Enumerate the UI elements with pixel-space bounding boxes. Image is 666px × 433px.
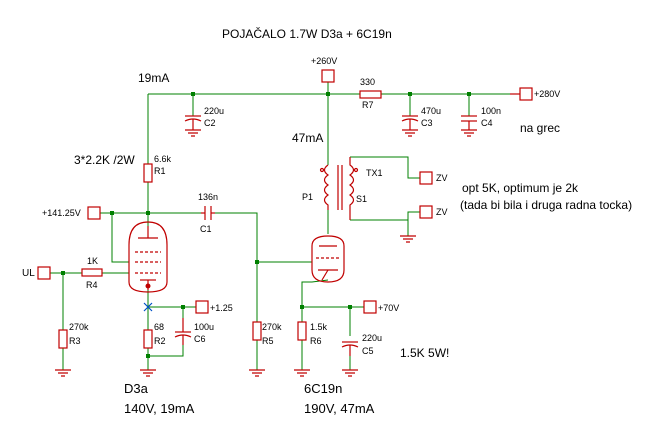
resistor-r1: 6.6k R1 — [143, 154, 172, 183]
r1-ref: R1 — [154, 166, 166, 176]
port-zv2-label: ZV — [436, 207, 448, 217]
port-b280: +280V — [510, 87, 560, 101]
port-b260: +260V — [311, 56, 337, 83]
wires — [50, 82, 520, 370]
port-b280-label: +280V — [534, 89, 560, 99]
port-zv1: ZV — [419, 171, 448, 185]
tx1-secondary-label: S1 — [356, 194, 367, 204]
c2-ref: C2 — [204, 118, 216, 128]
port-zv2: ZV — [419, 205, 448, 219]
port-b70: +70V — [363, 300, 399, 314]
r5-value: 270k — [262, 322, 282, 332]
transformer-tx1: TX1 P1 S1 — [302, 157, 383, 220]
c1-ref: C1 — [200, 224, 212, 234]
r6-power-note: 1.5K 5W! — [400, 346, 449, 360]
resistor-r7: 330 R7 — [359, 77, 382, 110]
r2-ref: R2 — [154, 336, 166, 346]
r2-value: 68 — [154, 322, 164, 332]
ground-symbols — [55, 129, 477, 377]
port-zv1-label: ZV — [436, 173, 448, 183]
port-b125: +1.25 — [195, 300, 233, 314]
current-label-6c19n: 47mA — [292, 131, 323, 145]
r6-ref: R6 — [310, 336, 322, 346]
r3-ref: R3 — [69, 336, 81, 346]
resistor-r5: 270k R5 — [252, 321, 282, 346]
resistor-r2: 68 R2 — [143, 322, 166, 349]
resistor-r4: 1K R4 — [81, 256, 103, 290]
capacitor-c4: 100n C4 — [461, 106, 501, 130]
tube2-operating-point: 190V, 47mA — [304, 401, 375, 416]
port-b260-label: +260V — [311, 56, 337, 66]
port-b141-label: +141.25V — [42, 208, 81, 218]
r3-value: 270k — [69, 322, 89, 332]
capacitor-c2: 220u C2 — [184, 106, 224, 130]
c2-value: 220u — [204, 106, 224, 116]
port-ul: UL — [22, 266, 51, 280]
r1-value: 6.6k — [154, 154, 172, 164]
schematic-title: POJAČALO 1.7W D3a + 6C19n — [222, 26, 392, 41]
port-b141: +141.25V — [42, 206, 101, 220]
r6-value: 1.5k — [310, 322, 328, 332]
tx1-primary-label: P1 — [302, 192, 313, 202]
tube-6c19n — [311, 235, 345, 283]
c5-value: 220u — [362, 333, 382, 343]
capacitor-c1: 136n C1 — [198, 192, 218, 234]
junctions — [61, 92, 471, 358]
r4-value: 1K — [87, 256, 98, 266]
port-b125-label: +1.25 — [210, 303, 233, 313]
r1-power-note: 3*2.2K /2W — [74, 153, 135, 167]
capacitor-c5: 220u C5 — [341, 333, 382, 356]
capacitor-c3: 470u C3 — [401, 106, 441, 130]
c4-ref: C4 — [481, 118, 493, 128]
resistor-r6: 1.5k R6 — [297, 321, 328, 346]
r5-ref: R5 — [262, 336, 274, 346]
opt-note-line2: (tada bi bila i druga radna tocka) — [460, 198, 632, 212]
resistor-r3: 270k R3 — [58, 322, 89, 349]
c5-ref: C5 — [362, 346, 374, 356]
c6-ref: C6 — [194, 334, 206, 344]
c6-value: 100u — [194, 322, 214, 332]
c3-ref: C3 — [421, 118, 433, 128]
r4-ref: R4 — [86, 280, 98, 290]
r7-ref: R7 — [362, 100, 374, 110]
probe-marker — [143, 302, 153, 312]
current-label-d3a: 19mA — [138, 71, 169, 85]
tube2-name: 6C19n — [304, 381, 342, 396]
tube-d3a — [128, 221, 168, 293]
tx1-ref: TX1 — [366, 168, 383, 178]
capacitor-c6: 100u C6 — [174, 318, 214, 345]
c1-value: 136n — [198, 192, 218, 202]
c4-value: 100n — [481, 106, 501, 116]
tube1-name: D3a — [124, 381, 149, 396]
tube1-operating-point: 140V, 19mA — [124, 401, 195, 416]
na-grec-note: na grec — [520, 121, 560, 135]
opt-note-line1: opt 5K, optimum je 2k — [462, 181, 579, 195]
port-ul-label: UL — [22, 268, 35, 279]
c3-value: 470u — [421, 106, 441, 116]
port-b70-label: +70V — [378, 303, 399, 313]
r7-value: 330 — [360, 77, 375, 87]
